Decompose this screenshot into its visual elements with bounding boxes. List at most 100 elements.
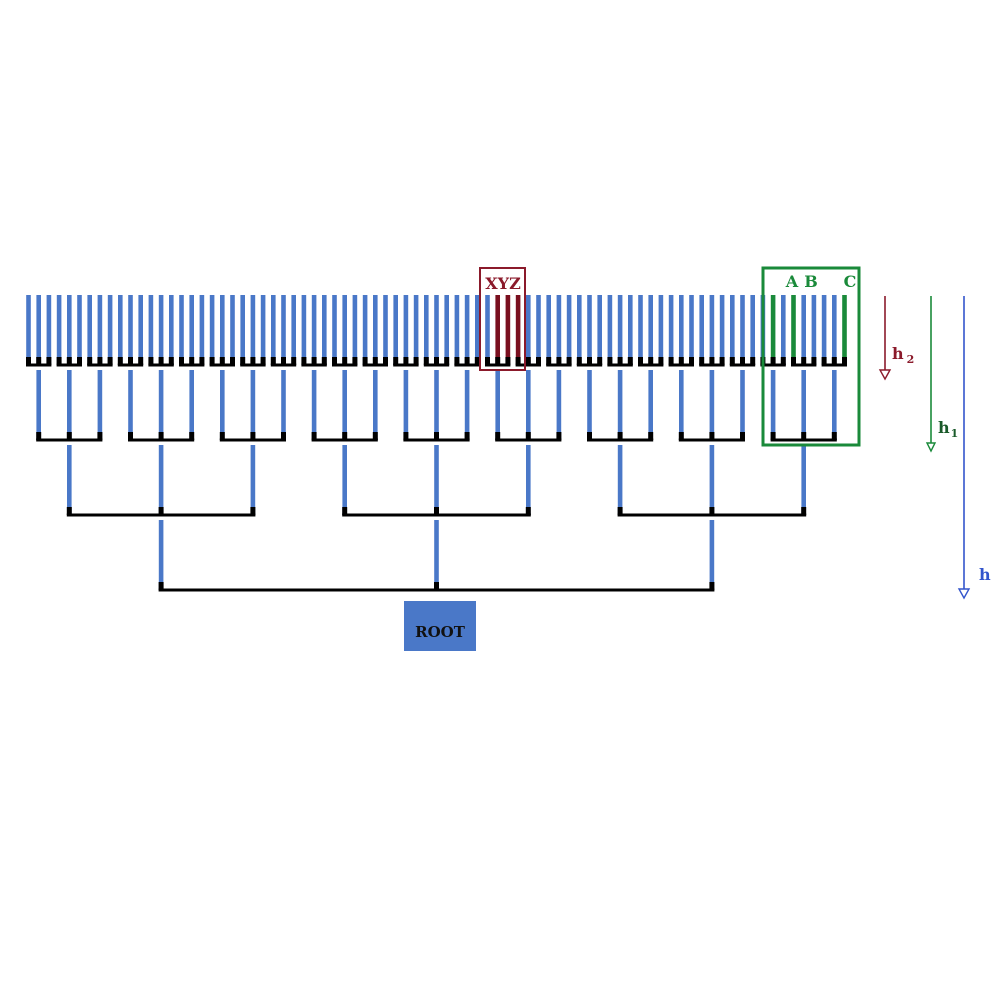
connector-tick	[719, 357, 725, 365]
leaf-branch	[515, 295, 521, 365]
leaf-branch	[464, 295, 470, 365]
connector-tick	[464, 432, 470, 440]
connector-tick	[454, 357, 460, 365]
connector-tick	[87, 357, 93, 365]
leaf-branch	[169, 295, 174, 365]
internal-branch	[97, 370, 103, 440]
leaf-branch	[577, 295, 582, 365]
connector-tick	[342, 432, 348, 440]
leaf-branch	[791, 295, 796, 365]
label-a: A	[785, 272, 799, 291]
connector-tick	[393, 357, 399, 365]
connector-tick	[372, 357, 378, 365]
leaf-branch	[179, 295, 184, 365]
leaf-branch	[36, 295, 41, 365]
h-label: h	[979, 565, 991, 584]
leaf-branch	[679, 295, 684, 365]
leaf-branch	[403, 295, 409, 365]
connector-tick	[199, 357, 205, 365]
connector-tick	[189, 432, 195, 440]
internal-branch	[434, 370, 439, 440]
leaf-branch	[362, 295, 368, 365]
connector-tick	[801, 507, 807, 515]
leaf-branch	[495, 295, 500, 365]
leaf-branch	[107, 295, 113, 365]
abc-highlight-box	[761, 266, 861, 447]
leaf-branch	[128, 295, 133, 365]
leaf-branch	[475, 295, 480, 365]
leaf-branch	[781, 295, 786, 365]
connector-tick	[66, 507, 72, 515]
leaf-branch	[342, 295, 347, 365]
leaf-branch	[821, 295, 827, 365]
leaf-branch	[811, 295, 817, 365]
connector-tick	[525, 507, 531, 515]
internal-branch	[679, 370, 684, 440]
connector-tick	[66, 432, 72, 440]
connector-tick	[505, 357, 511, 365]
connector-tick	[474, 357, 480, 365]
leaf-branch	[597, 295, 602, 365]
leaf-branch	[199, 295, 205, 365]
connector-tick	[56, 357, 62, 365]
connector-tick	[77, 357, 82, 365]
connector-tick	[26, 357, 31, 365]
internal-branch	[740, 370, 745, 440]
connector-tick	[831, 357, 837, 365]
internal-branch	[434, 445, 439, 515]
leaf-branch	[801, 295, 806, 365]
internal-branch	[250, 445, 256, 515]
leaf-branch	[311, 295, 317, 365]
connector-tick	[587, 432, 592, 440]
internal-branch	[403, 370, 409, 440]
connector-tick	[740, 357, 745, 365]
connector-tick	[36, 432, 42, 440]
leaf-branch	[770, 295, 776, 365]
internal-branch	[832, 370, 837, 440]
leaf-branch	[668, 295, 674, 365]
connector-tick	[546, 357, 552, 365]
connector-tick	[576, 357, 582, 365]
connector-tick	[138, 357, 144, 365]
leaf-branch	[301, 295, 307, 365]
leaf-branch	[189, 295, 194, 365]
internal-branch	[709, 520, 715, 590]
internal-branch	[158, 370, 164, 440]
leaf-branch	[505, 295, 511, 365]
leaf-branch	[291, 295, 296, 365]
internal-branch	[220, 370, 225, 440]
connector-tick	[648, 357, 654, 365]
xyz-highlight-box	[479, 267, 526, 371]
internal-branch	[526, 445, 531, 515]
leaf-branch	[230, 295, 235, 365]
connector-tick	[689, 357, 694, 365]
connector-tick	[678, 357, 684, 365]
connector-tick	[352, 357, 358, 365]
connector-tick	[219, 357, 225, 365]
connector-tick	[434, 582, 439, 590]
connector-tick	[515, 357, 521, 365]
internal-branch	[709, 370, 715, 440]
internal-branch	[311, 370, 317, 440]
connector-tick	[801, 432, 807, 440]
internal-branch	[556, 370, 562, 440]
connector-tick	[444, 357, 450, 365]
connector-tick	[617, 432, 623, 440]
leaf-branch	[56, 295, 62, 365]
connector-tick	[311, 432, 317, 440]
internal-branch	[342, 445, 347, 515]
connector-tick	[678, 432, 684, 440]
connector-tick	[811, 357, 817, 365]
connector-tick	[158, 582, 164, 590]
leaf-branch	[587, 295, 592, 365]
leaf-branch	[566, 295, 572, 365]
connector-tick	[158, 507, 164, 515]
leaf-branch	[118, 295, 123, 365]
internal-branch	[770, 370, 776, 440]
leaf-branch	[699, 295, 704, 365]
connector-tick	[158, 357, 164, 365]
connector-tick	[729, 357, 735, 365]
connector-tick	[281, 357, 286, 365]
connector-tick	[281, 432, 286, 440]
